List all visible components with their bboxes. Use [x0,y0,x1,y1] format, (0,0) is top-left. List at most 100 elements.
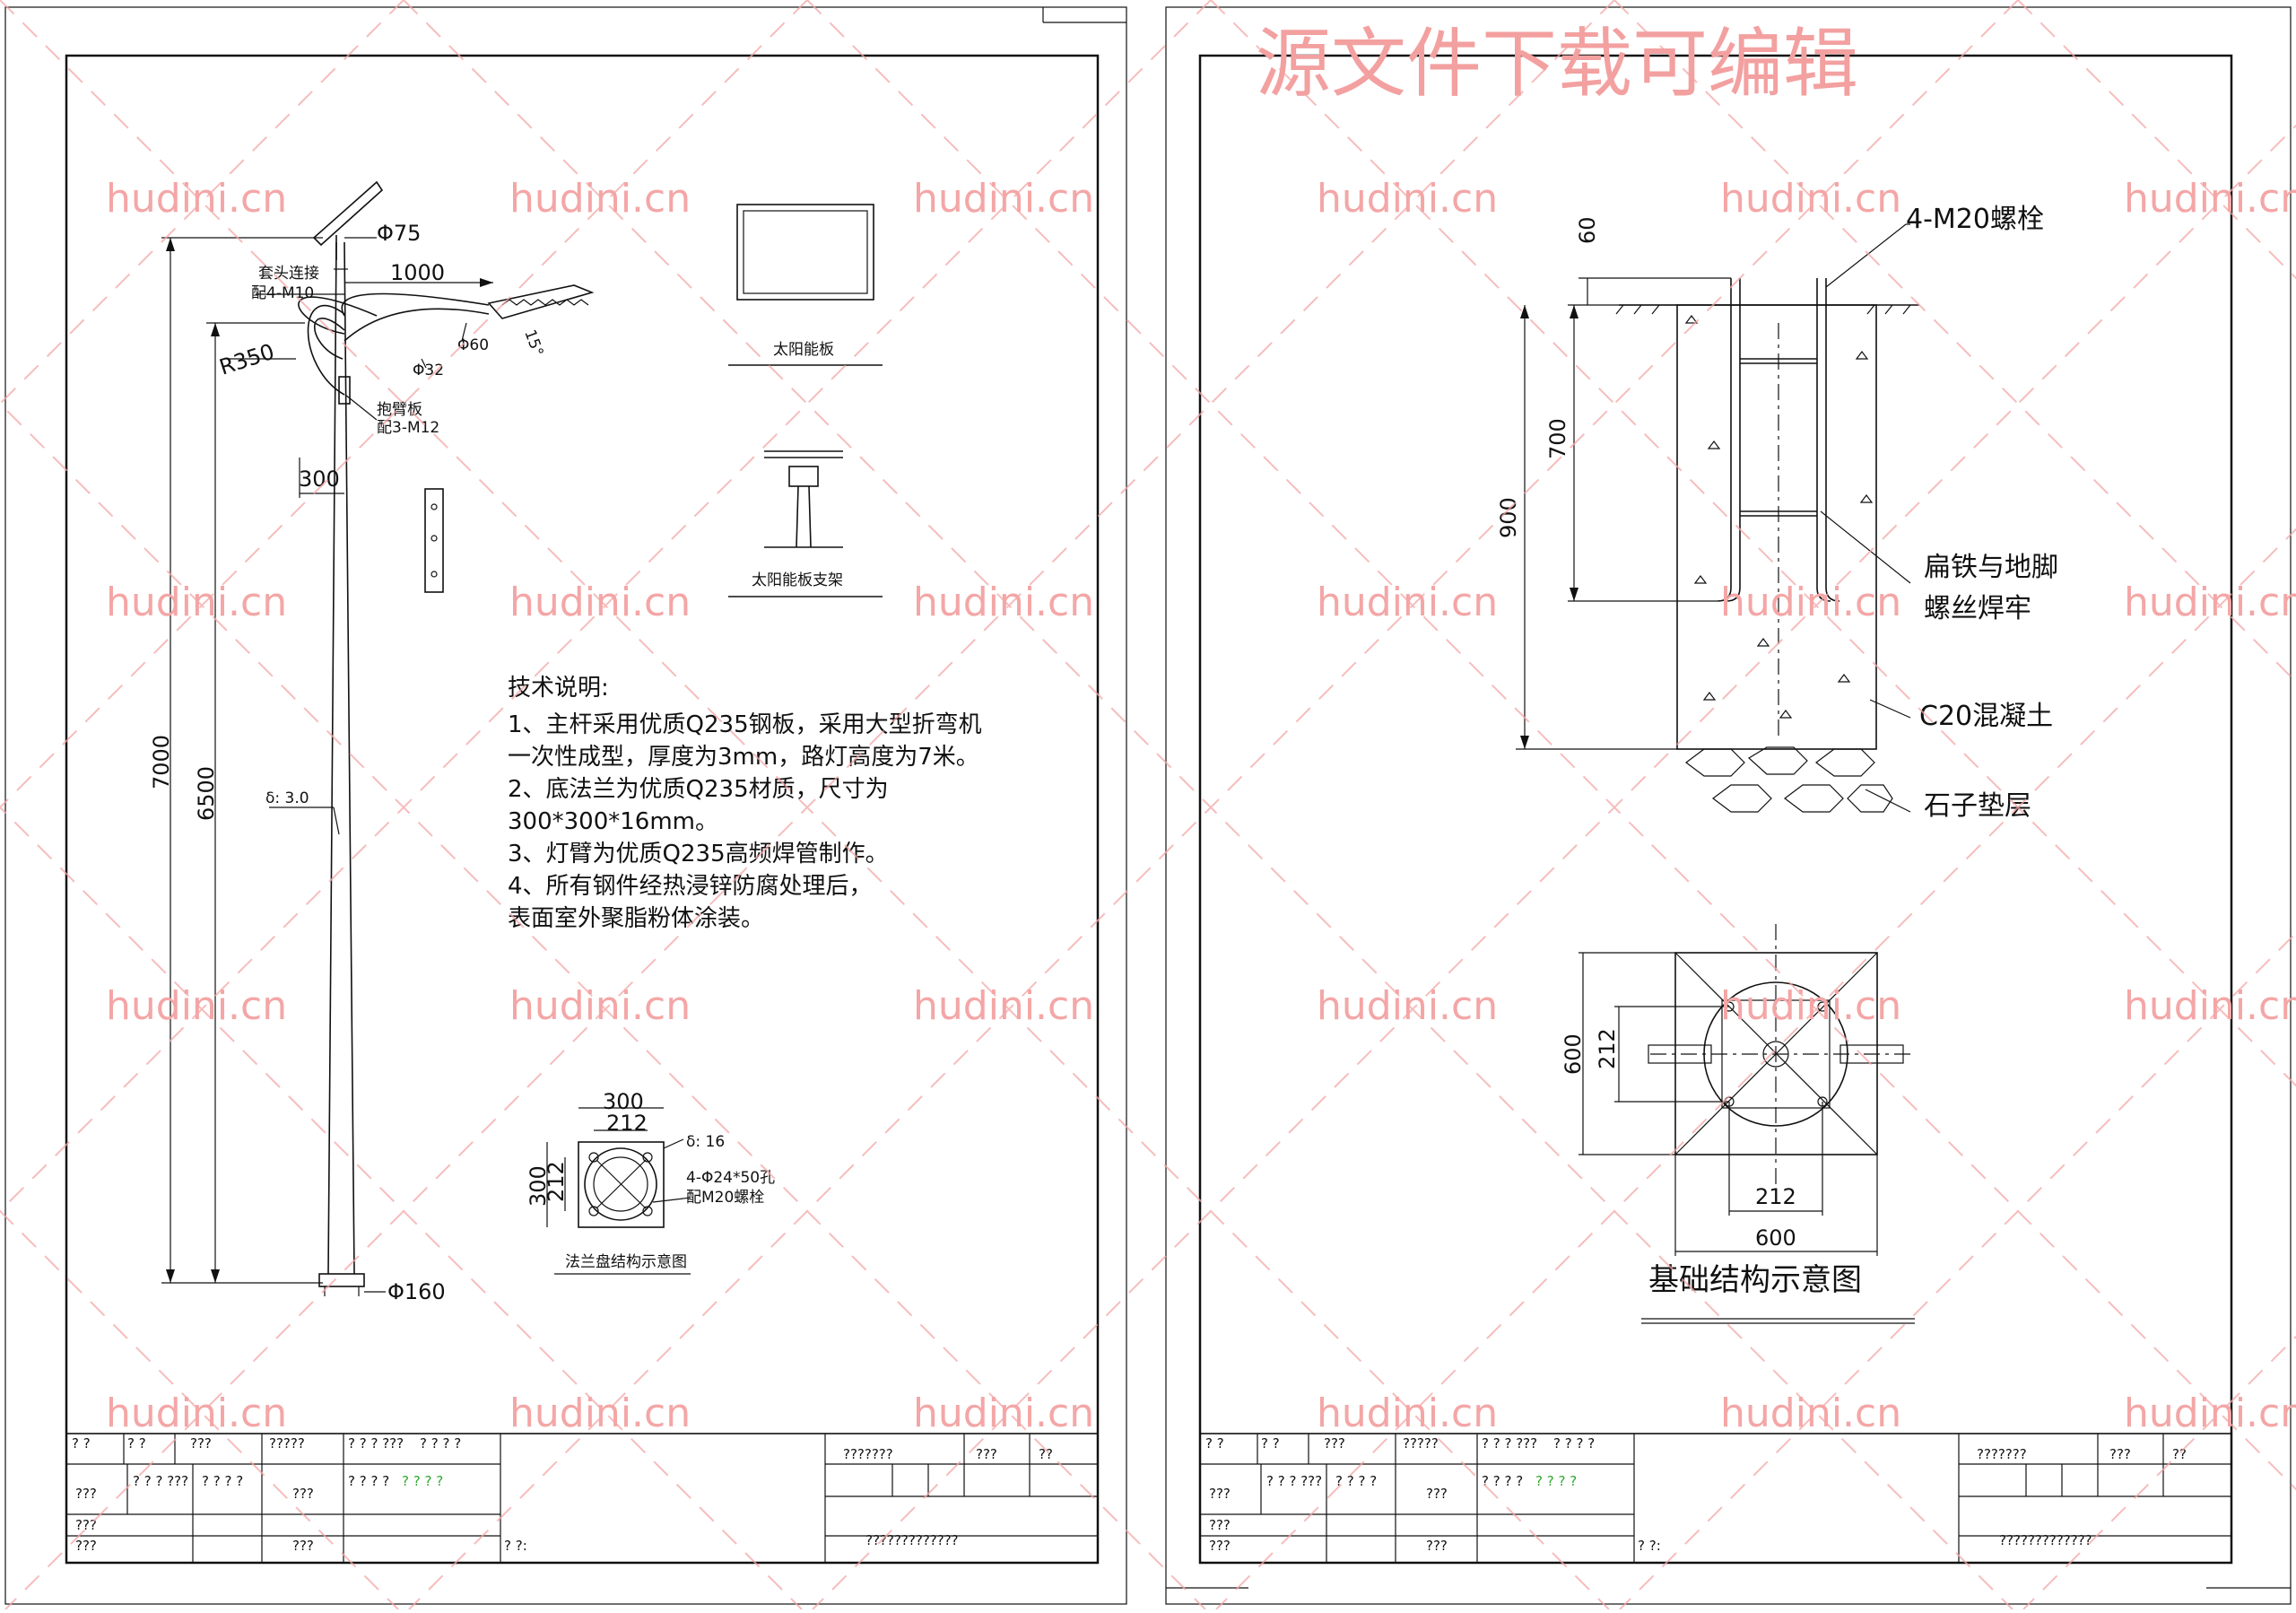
watermark-text: hudini.cn [509,580,691,625]
watermark-line [403,0,2013,1610]
plan-dim-600-h: 600 [1755,1225,1796,1251]
tb-cell: ? ? ? ??? [133,1473,188,1489]
pole-elevation [298,180,595,1296]
watermark-text: hudini.cn [1317,983,1498,1029]
tech-note-line: 表面室外聚脂粉体涂装。 [508,905,764,932]
flange-bolts: 配M20螺栓 [686,1189,764,1207]
foundation-plan [1578,924,1915,1324]
flange-dim-inner: 212 [606,1111,648,1136]
callout-sleeve-bolts: 配4-M10 [251,284,314,302]
dim-height-total: 7000 [149,735,174,789]
callout-flat-iron-2: 螺丝焊牢 [1924,593,2031,624]
tb-cell: ??? [976,1446,997,1462]
dim-arm-32: Φ32 [413,362,444,379]
tech-note-line: 一次性成型，厚度为3mm，路灯高度为7米。 [508,744,979,771]
pole-dimensions [161,237,493,1293]
flange-detail [546,1107,691,1275]
tb-cell: ? ? ? ??? [1266,1473,1322,1489]
dim-bend-radius: R350 [216,339,277,380]
watermark-line [4,0,1615,1610]
tb-cell: ??? [1426,1486,1448,1502]
tech-note-line: 2、底法兰为优质Q235材质，尺寸为 [508,776,889,803]
tb-cell: ??????? [843,1446,893,1462]
tb-cell: ??? [1209,1517,1231,1533]
tb-cell: ? ? ? ??? [1482,1435,1537,1452]
flange-dim-side-outer: 300 [526,1165,551,1207]
flange-thickness: δ: 16 [686,1133,725,1151]
dim-height-lamp: 6500 [194,766,219,821]
plan-dim-600-v: 600 [1561,1033,1586,1075]
plan-dim-212-h: 212 [1755,1184,1796,1209]
foundation-section [1516,223,1919,813]
tb-cell: ????????????? [1999,1532,2092,1548]
callout-sleeve: 套头连接 [258,265,319,283]
tb-cell: ? ? ? ? [1553,1435,1595,1452]
tb-cell: ??? [292,1486,314,1502]
tb-cell: ? ? [1261,1435,1280,1452]
foundation-title: 基础结构示意图 [1648,1262,1862,1298]
flange-dim-side-inner: 212 [544,1161,569,1202]
tb-cell: ? ? ? ??? [348,1435,404,1452]
tb-cell: ??????? [1977,1446,2027,1462]
tb-cell: ?? [1039,1446,1053,1462]
tech-note-line: 3、灯臂为优质Q235高频焊管制作。 [508,841,889,868]
watermark-text: hudini.cn [2124,983,2296,1029]
tb-cell: ??? [1209,1538,1231,1554]
watermark-text: hudini.cn [1317,580,1498,625]
tb-cell: ??? [1324,1435,1345,1452]
solar-bracket-detail [728,450,883,597]
clamp-plate-detail [424,488,444,593]
tb-cell: ??? [2109,1446,2131,1462]
watermark-text: hudini.cn [509,176,691,222]
tb-cell: ? ? ? ? [1482,1473,1523,1489]
right-sheet-frame [1165,6,2292,1605]
watermark-text: hudini.cn [1317,1391,1498,1436]
watermark-text: hudini.cn [913,1391,1094,1436]
watermark-text: hudini.cn [913,176,1094,222]
flange-dim-outer: 300 [603,1089,644,1114]
tb-cell: ? ? [1205,1435,1224,1452]
watermark-text: hudini.cn [106,983,287,1029]
flange-holes: 4-Φ24*50孔 [686,1169,775,1187]
left-title-block [65,1433,1099,1564]
dim-depth-700: 700 [1545,418,1570,459]
watermark-text: hudini.cn [106,580,287,625]
callout-flat-iron-1: 扁铁与地脚 [1924,552,2058,583]
watermark-text: hudini.cn [913,580,1094,625]
watermark-line [0,402,1206,1610]
watermark-line [1210,0,2296,1087]
watermark-line [2017,0,2296,280]
watermark-line [806,0,2296,1491]
watermark-text: hudini.cn [106,176,287,222]
tb-cell: ??? [1426,1538,1448,1554]
watermark-line [812,124,2296,1610]
watermark-text: hudini.cn [509,1391,691,1436]
watermark-text: hudini.cn [106,1391,287,1436]
watermark-text: hudini.cn [2124,176,2296,222]
watermark-texts: hudini.cn hudini.cn hudini.cn hudini.cn hudi… [106,176,2296,1436]
watermark-line [1215,527,2296,1610]
tb-cell: ????? [269,1435,305,1452]
dim-arm-60: Φ60 [457,336,489,354]
watermark-text: hudini.cn [509,983,691,1029]
watermark-line [0,0,1212,1213]
tb-cell: ????? [1403,1435,1439,1452]
watermark-text: hudini.cn [1720,983,1901,1029]
watermark-line [0,0,808,809]
watermark-line [2022,1335,2296,1610]
tb-cell: ????????????? [865,1532,959,1548]
tech-notes-title: 技术说明: [508,675,609,702]
tb-cell: ? ? ? ? [202,1473,243,1489]
solar-bracket-label: 太阳能板支架 [752,571,843,589]
callout-concrete: C20混凝土 [1919,701,2053,732]
tb-cell: ? ? [72,1435,91,1452]
tb-cell: ??? [190,1435,212,1452]
tech-note-line: 1、主杆采用优质Q235钢板，采用大型折弯机 [508,711,982,738]
callout-gravel: 石子垫层 [1924,790,2031,822]
watermark-line [408,0,2019,1610]
tb-cell: ? ?: [1638,1538,1661,1554]
dim-arm-angle: 15° [520,327,546,359]
callout-clamp: 抱臂板 [377,401,422,419]
tb-cell: ??? [75,1517,97,1533]
